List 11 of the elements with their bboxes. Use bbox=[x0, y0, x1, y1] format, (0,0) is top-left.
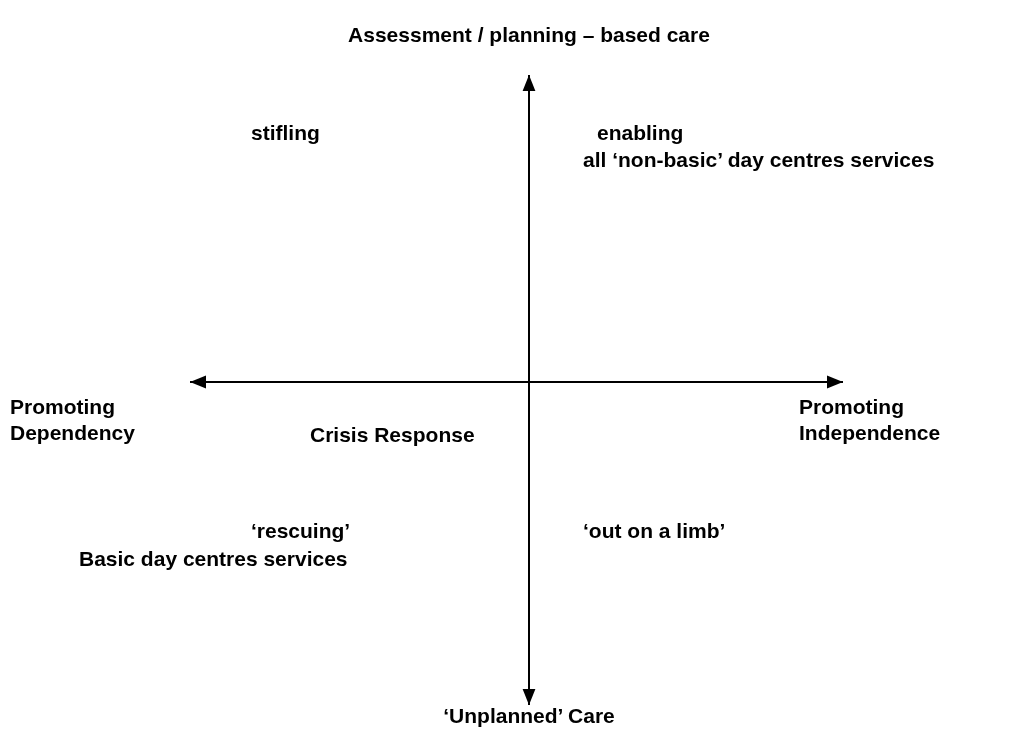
quadrant-note: Basic day centres services bbox=[79, 546, 348, 572]
quadrant-label: ‘rescuing’ bbox=[251, 518, 351, 544]
axis-label: Assessment / planning – based care bbox=[348, 22, 710, 48]
center-label: Crisis Response bbox=[310, 422, 475, 448]
axis-label: Promoting Independence bbox=[799, 394, 942, 446]
quadrant-label: stifling bbox=[251, 120, 320, 146]
quadrant-label: ‘out on a limb’ bbox=[583, 518, 726, 544]
quadrant-note: all ‘non-basic’ day centres services bbox=[583, 147, 935, 173]
quadrant-label: enabling bbox=[597, 120, 684, 146]
axis-label: Promoting Dependency bbox=[10, 394, 136, 446]
axis-label: ‘Unplanned’ Care bbox=[443, 703, 615, 729]
